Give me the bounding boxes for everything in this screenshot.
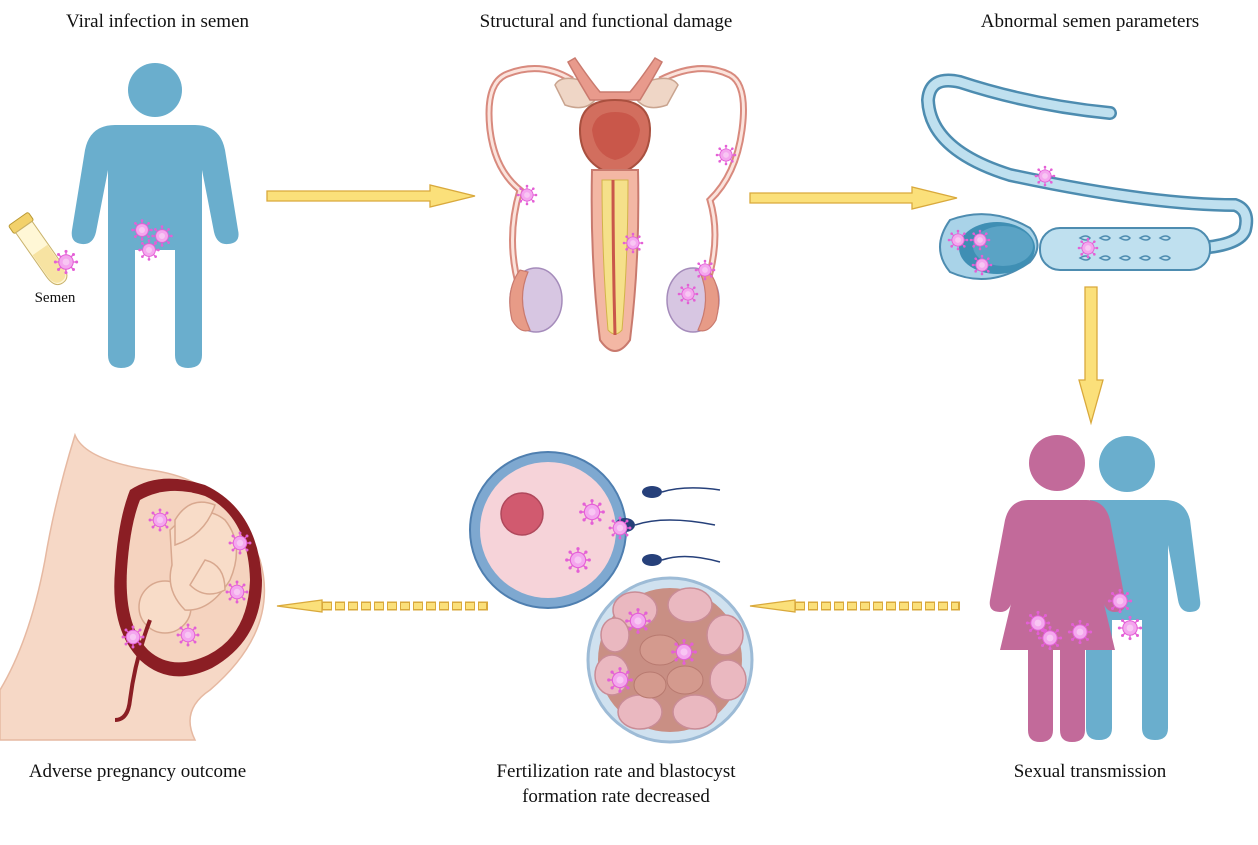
couple-icon — [990, 435, 1201, 742]
dashed-arrow-left-2 — [277, 600, 488, 612]
pregnancy-fetus-icon — [0, 435, 264, 740]
arrow-right-1 — [267, 185, 475, 207]
arrow-right-2 — [750, 187, 957, 209]
semen-tube-icon — [8, 212, 72, 290]
arrow-down — [1079, 287, 1103, 423]
blastocyst-icon — [588, 578, 752, 742]
sperm-swimming — [615, 486, 720, 566]
male-figure-icon — [72, 63, 239, 368]
virus-icon — [54, 250, 78, 274]
dashed-arrow-left-1 — [750, 600, 960, 612]
